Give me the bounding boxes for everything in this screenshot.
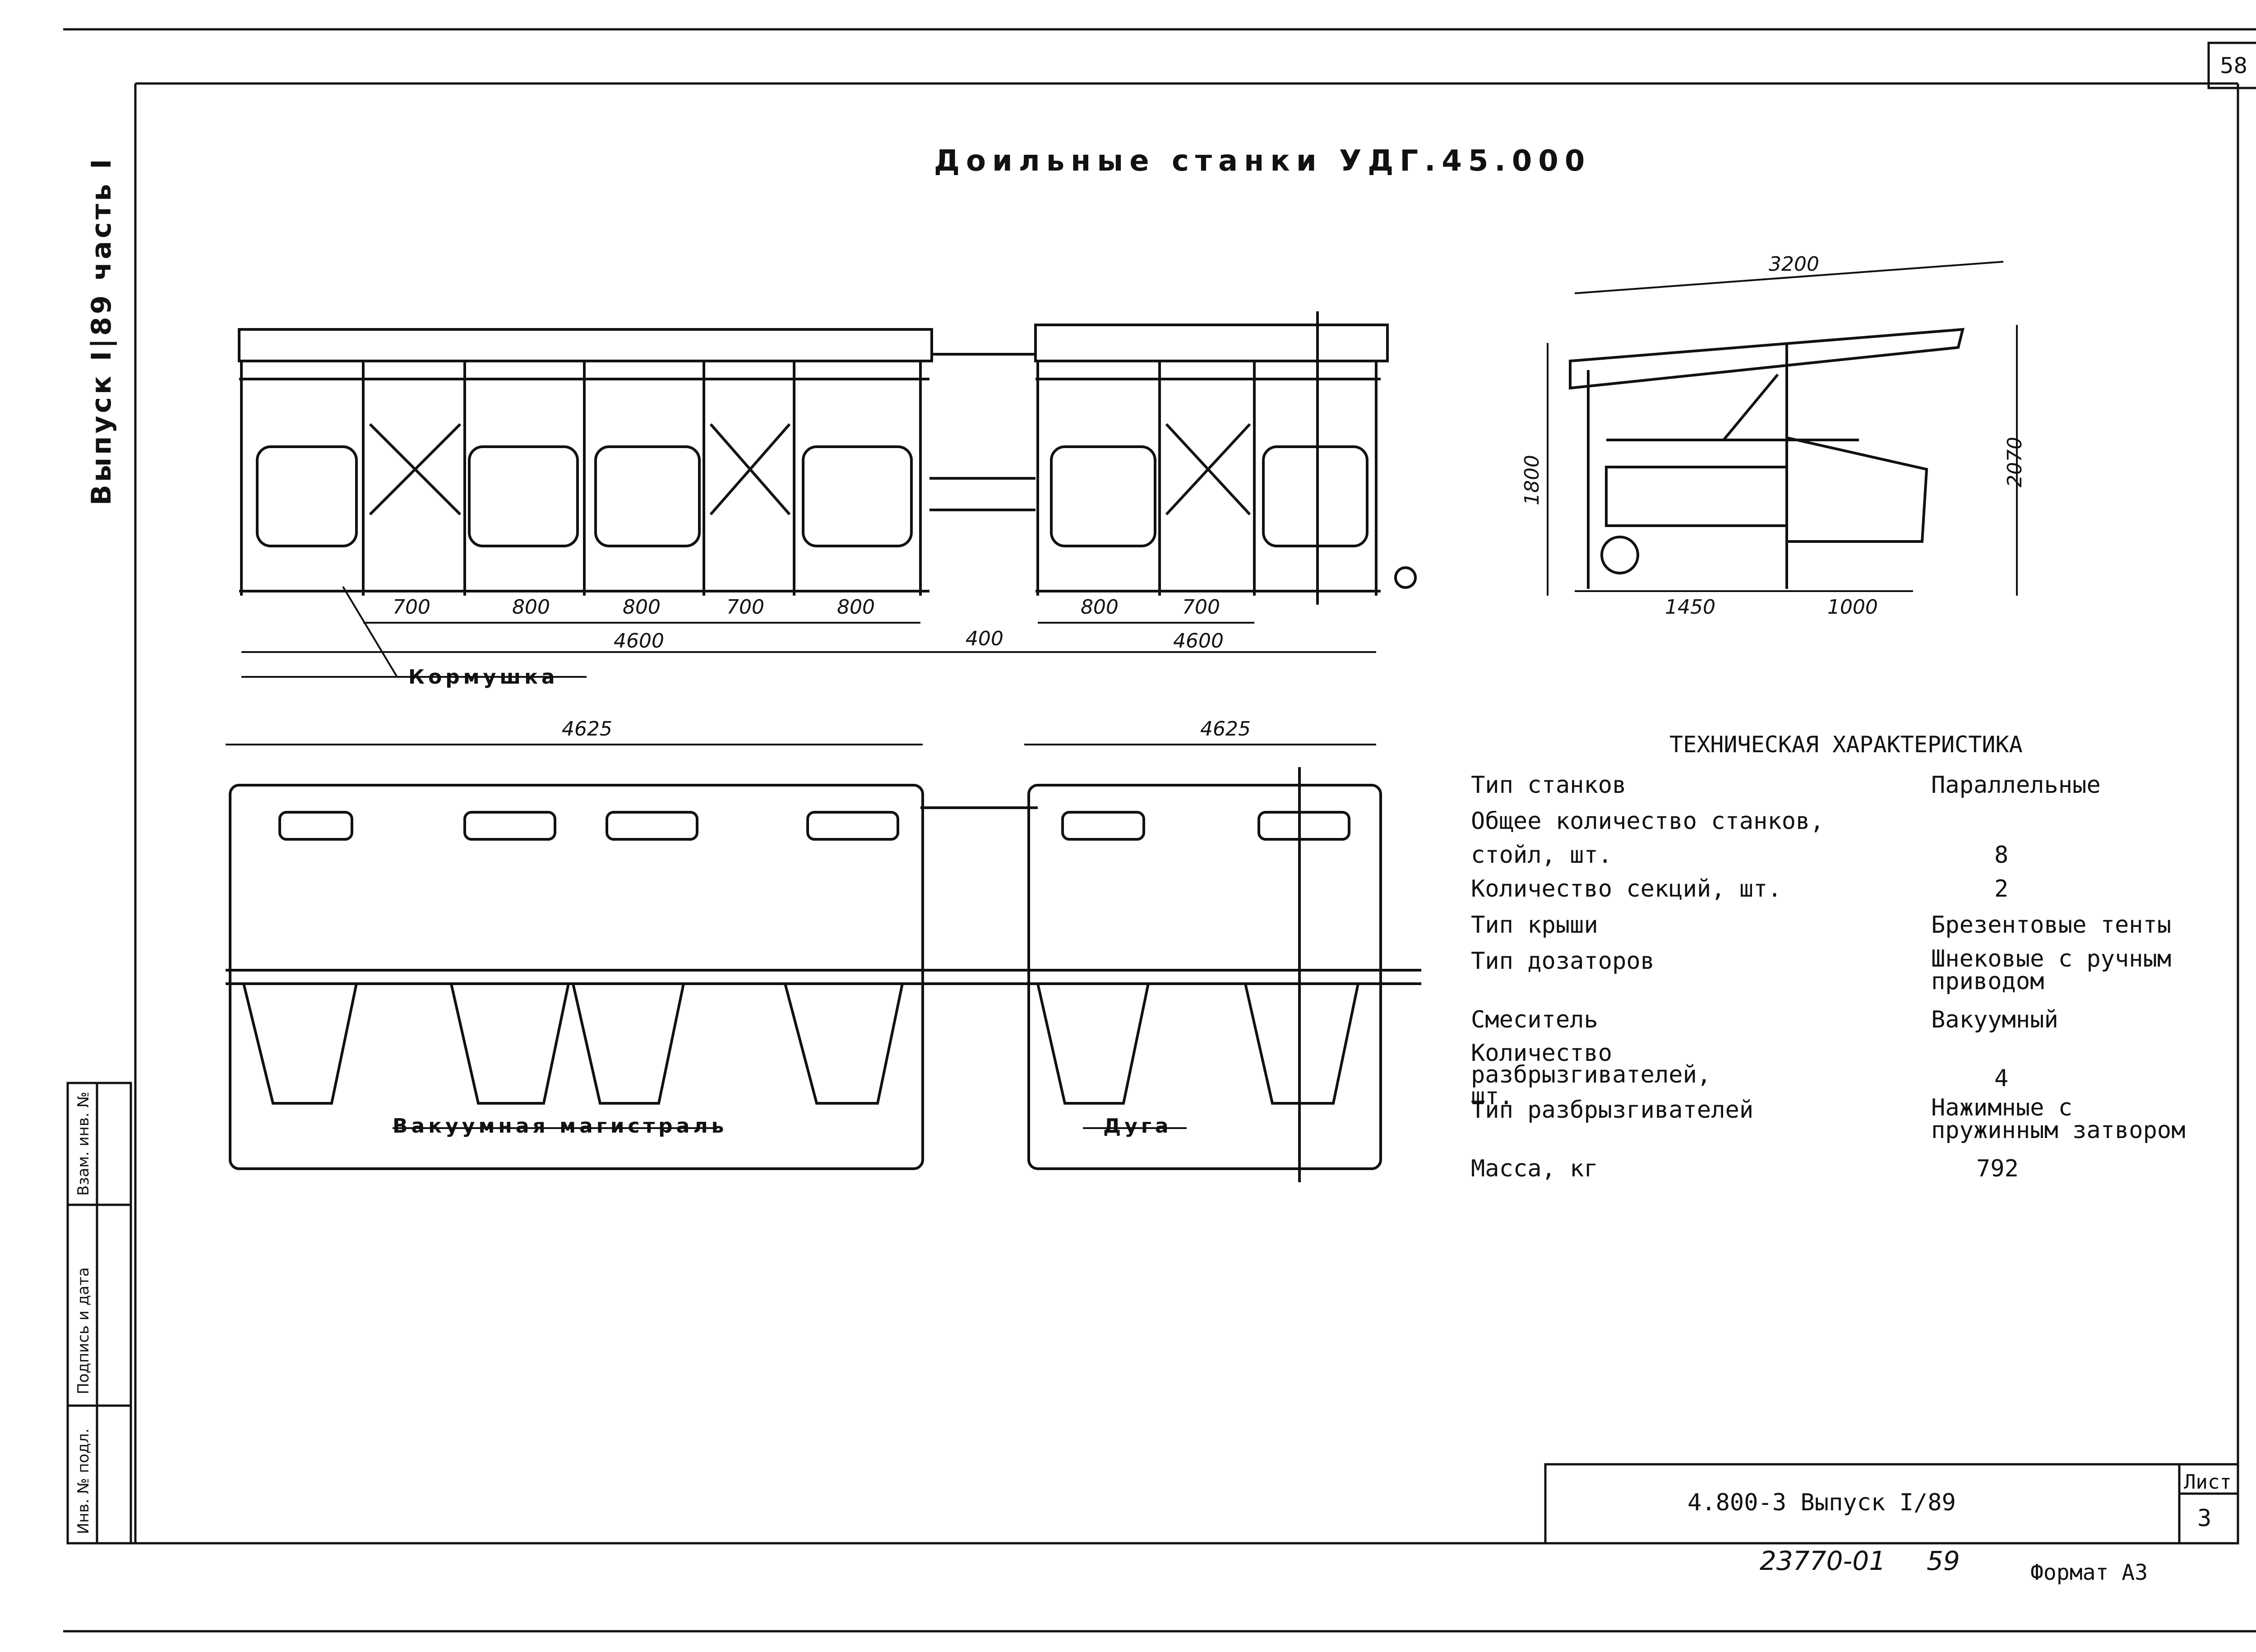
spec-row: Тип дозаторов Шнековые с ручным приводом [1471, 945, 2193, 1006]
spec-label: Количество разбрызгивателей, шт. [1471, 1040, 1711, 1110]
dim-plan-2: 4625 [1200, 717, 1251, 740]
archive-number: 23770-01 [1760, 1546, 1886, 1576]
spec-label: Тип станков [1471, 772, 1627, 799]
dim-front-3: 800 [623, 596, 661, 619]
spec-value: Нажимные с пружинным затвором [1931, 1094, 2186, 1144]
specs-heading: ТЕХНИЧЕСКАЯ ХАРАКТЕРИСТИКА [1669, 731, 2023, 758]
label-feeder: Кормушка [408, 666, 559, 689]
sheet-number: 3 [2197, 1505, 2212, 1532]
dim-front-2: 800 [512, 596, 550, 619]
spec-row: Количество секций, шт. 2 [1471, 875, 2193, 912]
spec-row: Количество разбрызгивателей, шт. 4 [1471, 1040, 2193, 1110]
spec-value: 2 [1994, 875, 2009, 902]
spec-row: стойл, шт. 8 [1471, 842, 2193, 875]
stamp-label-signature: Подпись и дата [74, 1267, 92, 1394]
archive-page: 59 [1927, 1546, 1960, 1576]
spec-value: Брезентовые тенты [1931, 912, 2172, 939]
dim-front-total-2: 4600 [1173, 629, 1224, 652]
side-label: Выпуск I|89 часть I [86, 156, 117, 505]
spec-label: Общее количество станков, [1471, 808, 1824, 835]
spec-row: Масса, кг 792 [1471, 1155, 2193, 1191]
spec-label: стойл, шт. [1471, 842, 1613, 869]
spec-label: Смеситель [1471, 1006, 1598, 1033]
page-number: 58 [2220, 53, 2248, 79]
spec-label: Тип дозаторов [1471, 948, 1655, 975]
spec-row: Тип разбрызгивателей Нажимные с пружинны… [1471, 1094, 2193, 1155]
spec-row: Смеситель Вакуумный [1471, 1006, 2193, 1042]
side-view-drawing [1547, 261, 2018, 596]
label-arc: Дуга [1103, 1115, 1172, 1138]
dim-front-gap: 400 [966, 627, 1003, 650]
spec-value [1931, 808, 2193, 842]
front-view-drawing [238, 311, 1417, 678]
stamp-label-inventory: Инв. № подл. [74, 1428, 92, 1534]
dim-side-base-2: 1000 [1827, 596, 1878, 619]
dim-side-height-1: 1800 [1521, 455, 1544, 505]
spec-label: Тип крыши [1471, 912, 1598, 939]
spec-value: Вакуумный [1931, 1006, 2058, 1033]
dim-front-4: 700 [726, 596, 764, 619]
page-title: Доильные станки УДГ.45.000 [934, 144, 1591, 178]
dim-front-7: 700 [1182, 596, 1220, 619]
dim-front-6: 800 [1081, 596, 1119, 619]
dim-front-5: 800 [837, 596, 875, 619]
format-label: Формат А3 [2030, 1560, 2148, 1585]
doc-code: 4.800-3 Выпуск I/89 [1687, 1489, 1956, 1516]
plan-view-drawing [226, 744, 1421, 1182]
spec-value: 8 [1994, 842, 2009, 869]
spec-row: Тип крыши Брезентовые тенты [1471, 912, 2193, 948]
label-vacuum-line: Вакуумная магистраль [393, 1115, 728, 1138]
spec-row: Общее количество станков, [1471, 808, 2193, 842]
spec-label: Масса, кг [1471, 1155, 1598, 1182]
spec-label: Тип разбрызгивателей [1471, 1097, 1754, 1124]
sheet-label: Лист [2184, 1471, 2232, 1494]
spec-row: Тип станков Параллельные [1471, 772, 2193, 808]
dim-side-length: 3200 [1769, 253, 1819, 276]
specs-table: Тип станков Параллельные Общее количеств… [1471, 772, 2193, 1191]
dim-side-height-2: 2070 [2003, 437, 2026, 487]
stamp-label-replace: Взам. инв. № [74, 1092, 92, 1196]
spec-value: 792 [1976, 1155, 2019, 1182]
dim-front-1: 700 [393, 596, 430, 619]
dim-plan-1: 4625 [562, 717, 612, 740]
dim-side-base-1: 1450 [1665, 596, 1715, 619]
spec-label: Количество секций, шт. [1471, 875, 1782, 902]
spec-value: 4 [1994, 1065, 2009, 1092]
spec-value: Шнековые с ручным приводом [1931, 945, 2172, 995]
dim-front-total-1: 4600 [614, 629, 664, 652]
spec-value: Параллельные [1931, 772, 2101, 799]
